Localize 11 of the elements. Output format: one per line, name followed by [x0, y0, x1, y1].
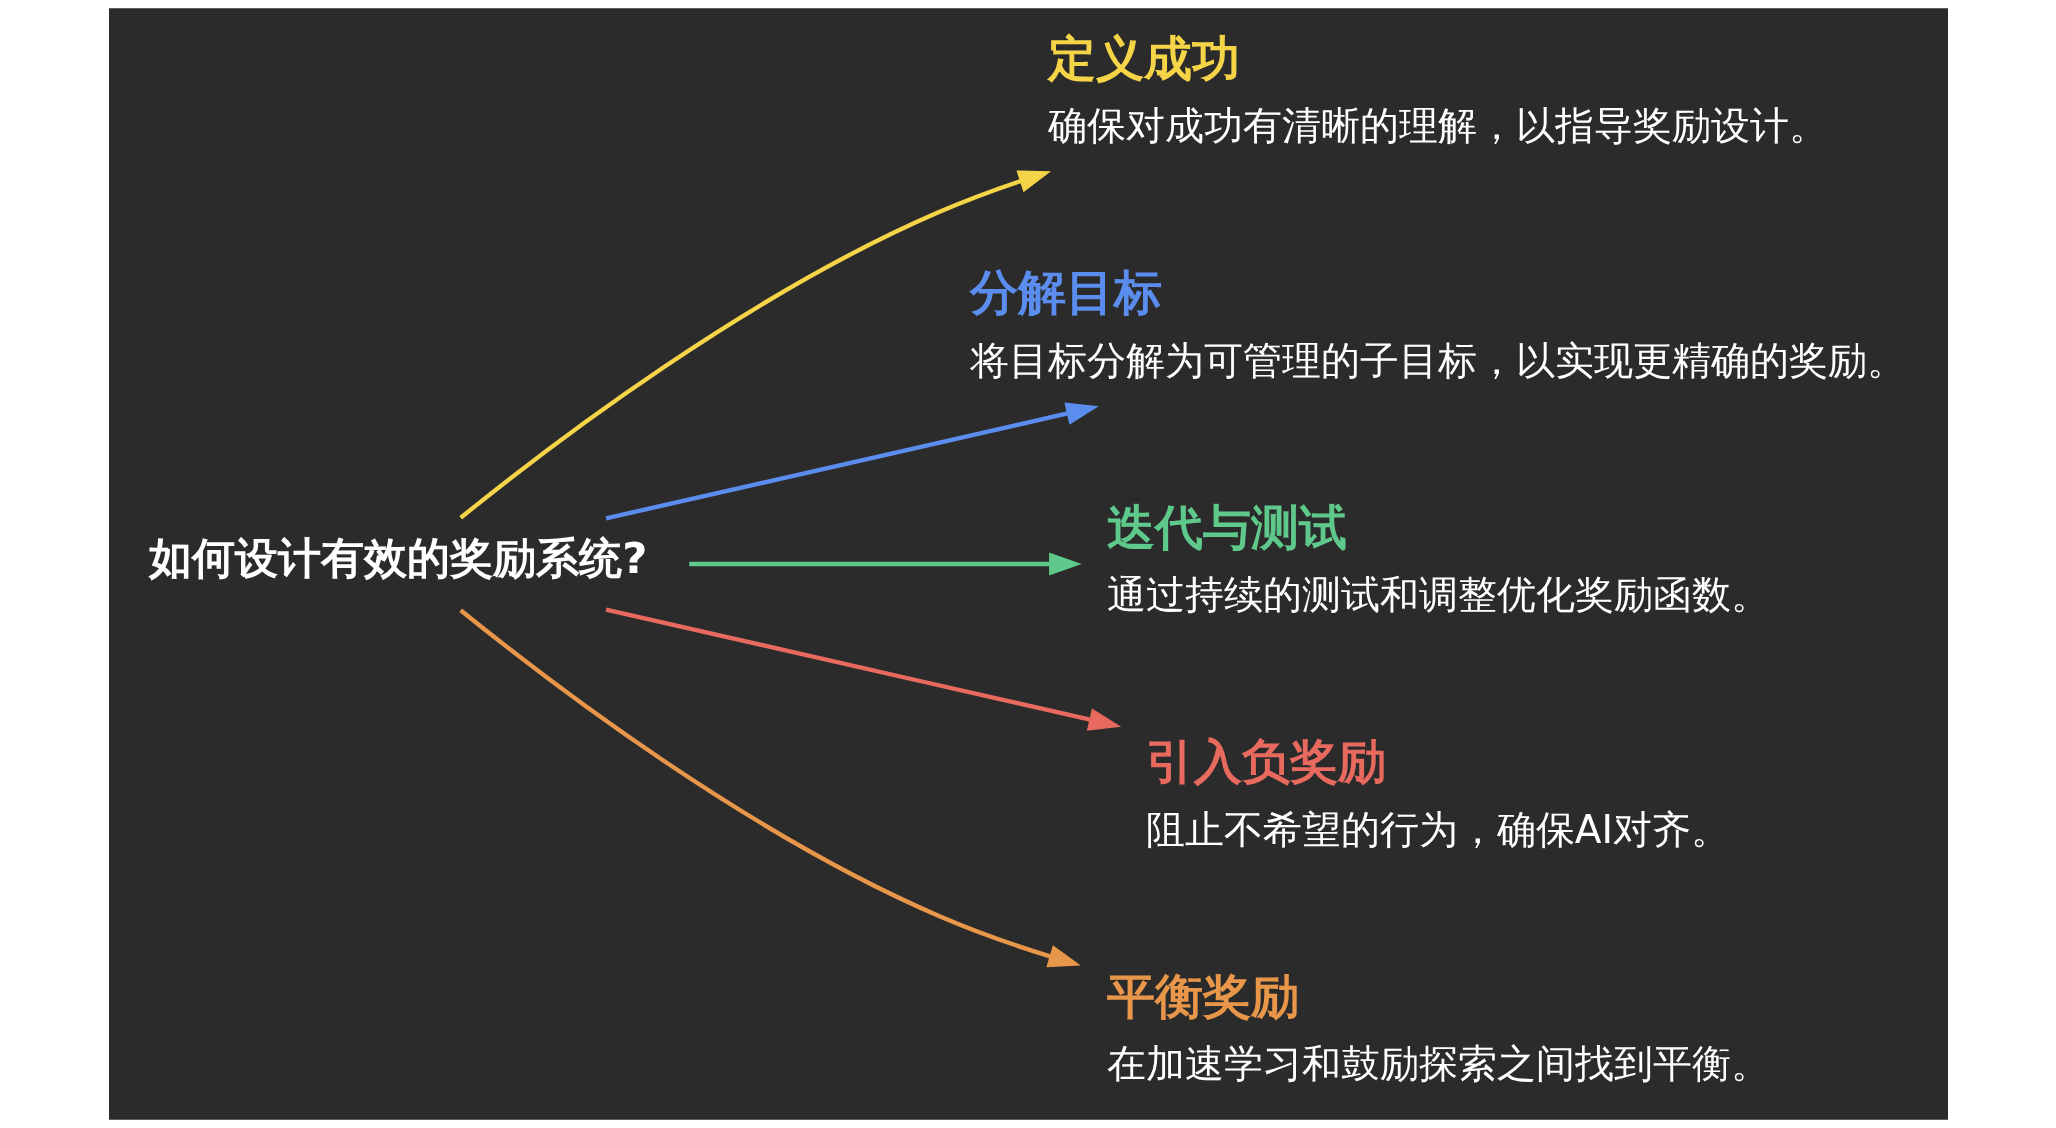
node-text: 平衡奖励 在加速学习和鼓励探索之间找到平衡。	[1106, 968, 1770, 1087]
arrow	[458, 170, 1051, 520]
node-text: 分解目标 将目标分解为可管理的子目标，以实现更精确的奖励。	[969, 265, 1906, 383]
arrow	[605, 607, 1121, 731]
node-text: 迭代与测试 通过持续的测试和调整优化奖励函数。	[1106, 499, 1770, 618]
node-text: 如何设计有效的奖励系统?	[148, 532, 647, 583]
arrow	[688, 552, 1082, 576]
arrow	[458, 608, 1081, 968]
node-text: 引入负奖励 阻止不希望的行为，确保AI对齐。	[1145, 734, 1730, 852]
arrow	[605, 402, 1099, 521]
node-text: 定义成功 确保对成功有清晰的理解，以指导奖励设计。	[1047, 30, 1828, 149]
